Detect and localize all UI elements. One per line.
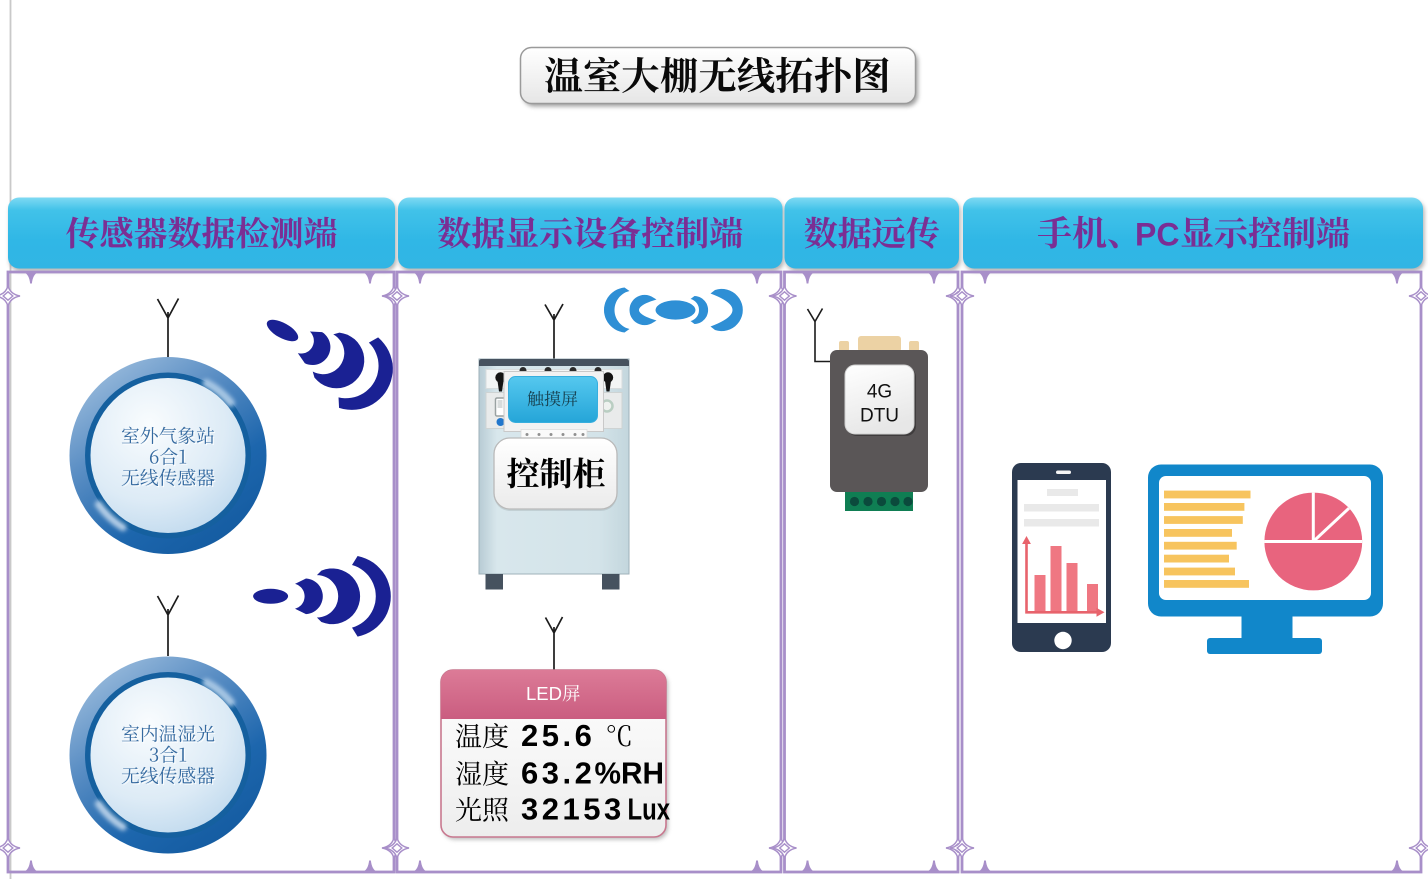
svg-text:63.2: 63.2 (521, 756, 595, 791)
svg-text:4G: 4G (867, 382, 892, 403)
svg-text:LED: LED (526, 683, 562, 704)
svg-text:PC: PC (1135, 217, 1179, 253)
svg-text:%RH: %RH (595, 756, 665, 791)
svg-text:DTU: DTU (860, 406, 899, 427)
svg-text:32153: 32153 (521, 792, 625, 827)
svg-text:Lux: Lux (628, 792, 671, 827)
svg-text:25.6: 25.6 (521, 718, 595, 753)
